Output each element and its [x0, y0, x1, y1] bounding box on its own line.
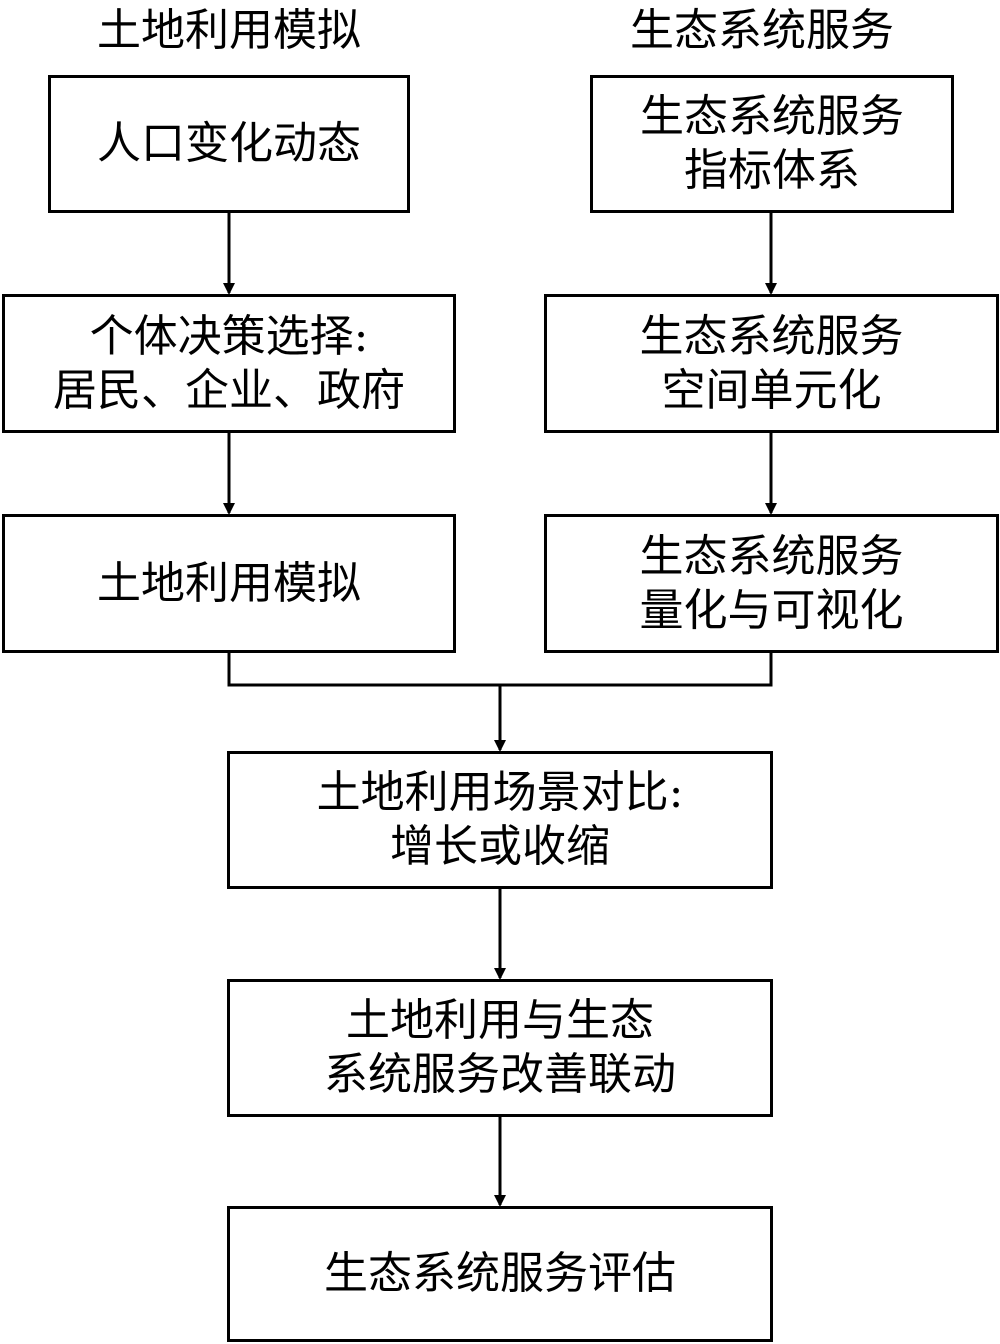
box-line: 土地利用与生态 — [346, 995, 654, 1046]
box-line: 土地利用模拟 — [97, 557, 361, 609]
box-line: 生态系统服务评估 — [324, 1248, 676, 1299]
population-dynamics-box: 人口变化动态 — [48, 75, 410, 213]
box-line: 增长或收缩 — [390, 821, 610, 872]
ecosystem-assessment-box: 生态系统服务评估 — [227, 1206, 773, 1342]
box-line: 个体决策选择: — [89, 310, 369, 362]
box-line: 生态系统服务 — [639, 530, 904, 582]
box-line: 生态系统服务 — [639, 310, 904, 362]
box-line: 空间单元化 — [661, 364, 882, 416]
box-line: 指标体系 — [684, 145, 860, 196]
ecosystem-indicator-box: 生态系统服务 指标体系 — [590, 75, 954, 213]
box-line: 系统服务改善联动 — [324, 1049, 676, 1100]
merge-connector — [227, 651, 773, 687]
box-line: 居民、企业、政府 — [53, 364, 405, 416]
ecosystem-quantify-box: 生态系统服务 量化与可视化 — [544, 514, 999, 653]
box-line: 量化与可视化 — [639, 584, 904, 636]
individual-decision-box: 个体决策选择: 居民、企业、政府 — [2, 294, 456, 433]
right-column-heading: 生态系统服务 — [630, 5, 894, 56]
scenario-comparison-box: 土地利用场景对比: 增长或收缩 — [227, 751, 773, 889]
box-line: 人口变化动态 — [97, 118, 361, 169]
left-column-heading: 土地利用模拟 — [97, 5, 361, 56]
ecosystem-spatial-unit-box: 生态系统服务 空间单元化 — [544, 294, 999, 433]
linkage-box: 土地利用与生态 系统服务改善联动 — [227, 979, 773, 1117]
land-use-simulation-box: 土地利用模拟 — [2, 514, 456, 653]
box-line: 土地利用场景对比: — [316, 767, 684, 818]
box-line: 生态系统服务 — [640, 91, 904, 142]
